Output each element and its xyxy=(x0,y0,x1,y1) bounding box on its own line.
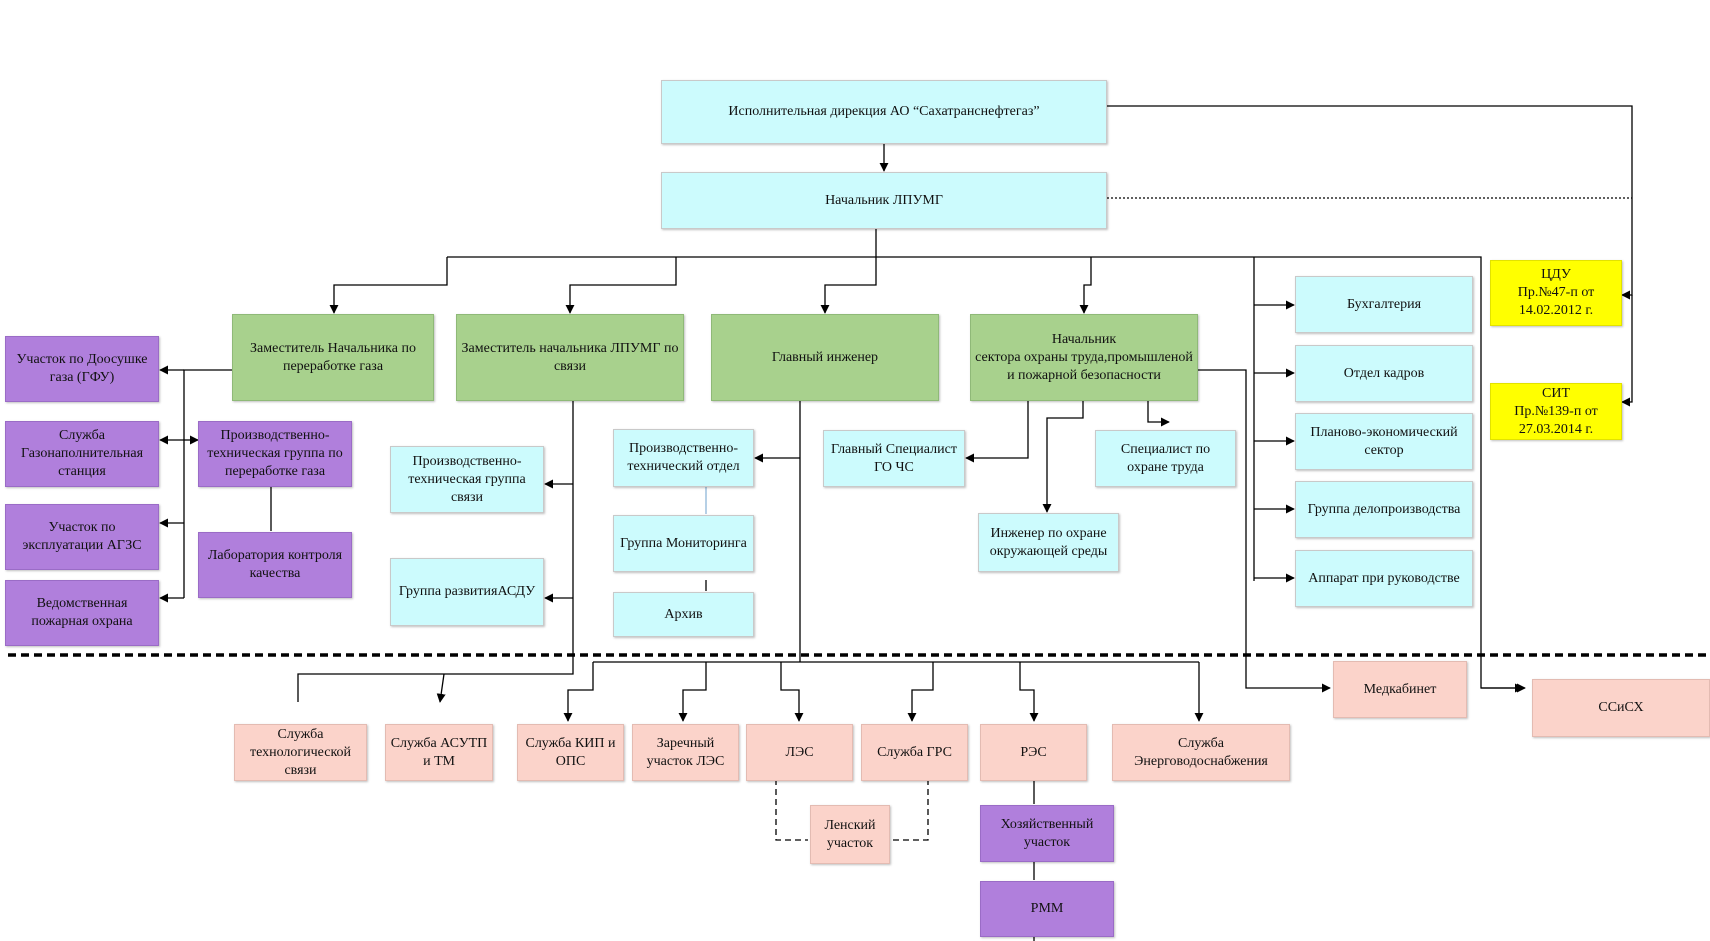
monitoring-group-box: Группа Мониторинга xyxy=(613,515,754,572)
chief-engineer-box: Главный инженер xyxy=(711,314,939,401)
grs-service-box: Служба ГРС xyxy=(861,724,968,781)
kip-service-box: Служба КИП и ОПС xyxy=(517,724,624,781)
fire-guard-box: Ведомственная пожарная охрана xyxy=(5,580,159,646)
lensky-site-box: Ленский участок xyxy=(810,805,890,864)
archive-box: Архив xyxy=(613,592,754,637)
environment-engineer-box: Инженер по охране окружающей среды xyxy=(978,513,1119,572)
asdu-group-box: Группа развитияАСДУ xyxy=(390,558,544,626)
medical-office-box: Медкабинет xyxy=(1333,661,1467,718)
tech-department-box: Производственно-технический отдел xyxy=(613,429,754,487)
go-chs-specialist-box: Главный Специалист ГО ЧС xyxy=(823,430,965,487)
household-site-box: Хозяйственный участок xyxy=(980,805,1114,862)
dryer-site-box: Участок по Доосушке газа (ГФУ) xyxy=(5,336,159,402)
tech-comm-service-box: Служба технологической связи xyxy=(234,724,367,781)
ssisx-box: ССиСХ xyxy=(1532,679,1710,737)
comm-tech-group-box: Производственно-техническая группа связи xyxy=(390,446,544,513)
accounting-box: Бухгалтерия xyxy=(1295,276,1473,333)
planning-sector-box: Планово-экономический сектор xyxy=(1295,413,1473,470)
safety-head-box: Начальник сектора охраны труда,промышлен… xyxy=(970,314,1198,401)
asutp-service-box: Служба АСУТП и ТМ xyxy=(385,724,493,781)
cdu-order-box: ЦДУ Пр.№47-п от 14.02.2012 г. xyxy=(1490,260,1622,326)
zarechny-site-box: Заречный участок ЛЭС xyxy=(632,724,739,781)
energy-service-box: Служба Энерговодоснабжения xyxy=(1112,724,1290,781)
gas-tech-group-box: Производственно-техническая группа по пе… xyxy=(198,421,352,487)
rmm-box: РММ xyxy=(980,881,1114,937)
deputy-communications-box: Заместитель начальника ЛПУМГ по связи xyxy=(456,314,684,401)
records-group-box: Группа делопроизводства xyxy=(1295,481,1473,538)
filling-station-box: Служба Газонаполнительная станция xyxy=(5,421,159,487)
quality-lab-box: Лаборатория контроля качества xyxy=(198,532,352,598)
office-apparatus-box: Аппарат при руководстве xyxy=(1295,550,1473,607)
labor-safety-specialist-box: Специалист по охране труда xyxy=(1095,430,1236,487)
deputy-gas-processing-box: Заместитель Начальника по переработке га… xyxy=(232,314,434,401)
agzs-site-box: Участок по эксплуатации АГЗС xyxy=(5,504,159,570)
executive-directorate-box: Исполнительная дирекция АО “Сахатранснеф… xyxy=(661,80,1107,144)
head-lpumg-box: Начальник ЛПУМГ xyxy=(661,172,1107,229)
hr-department-box: Отдел кадров xyxy=(1295,345,1473,402)
sit-order-box: СИТ Пр.№139-п от 27.03.2014 г. xyxy=(1490,383,1622,440)
les-service-box: ЛЭС xyxy=(746,724,853,781)
res-service-box: РЭС xyxy=(980,724,1087,781)
